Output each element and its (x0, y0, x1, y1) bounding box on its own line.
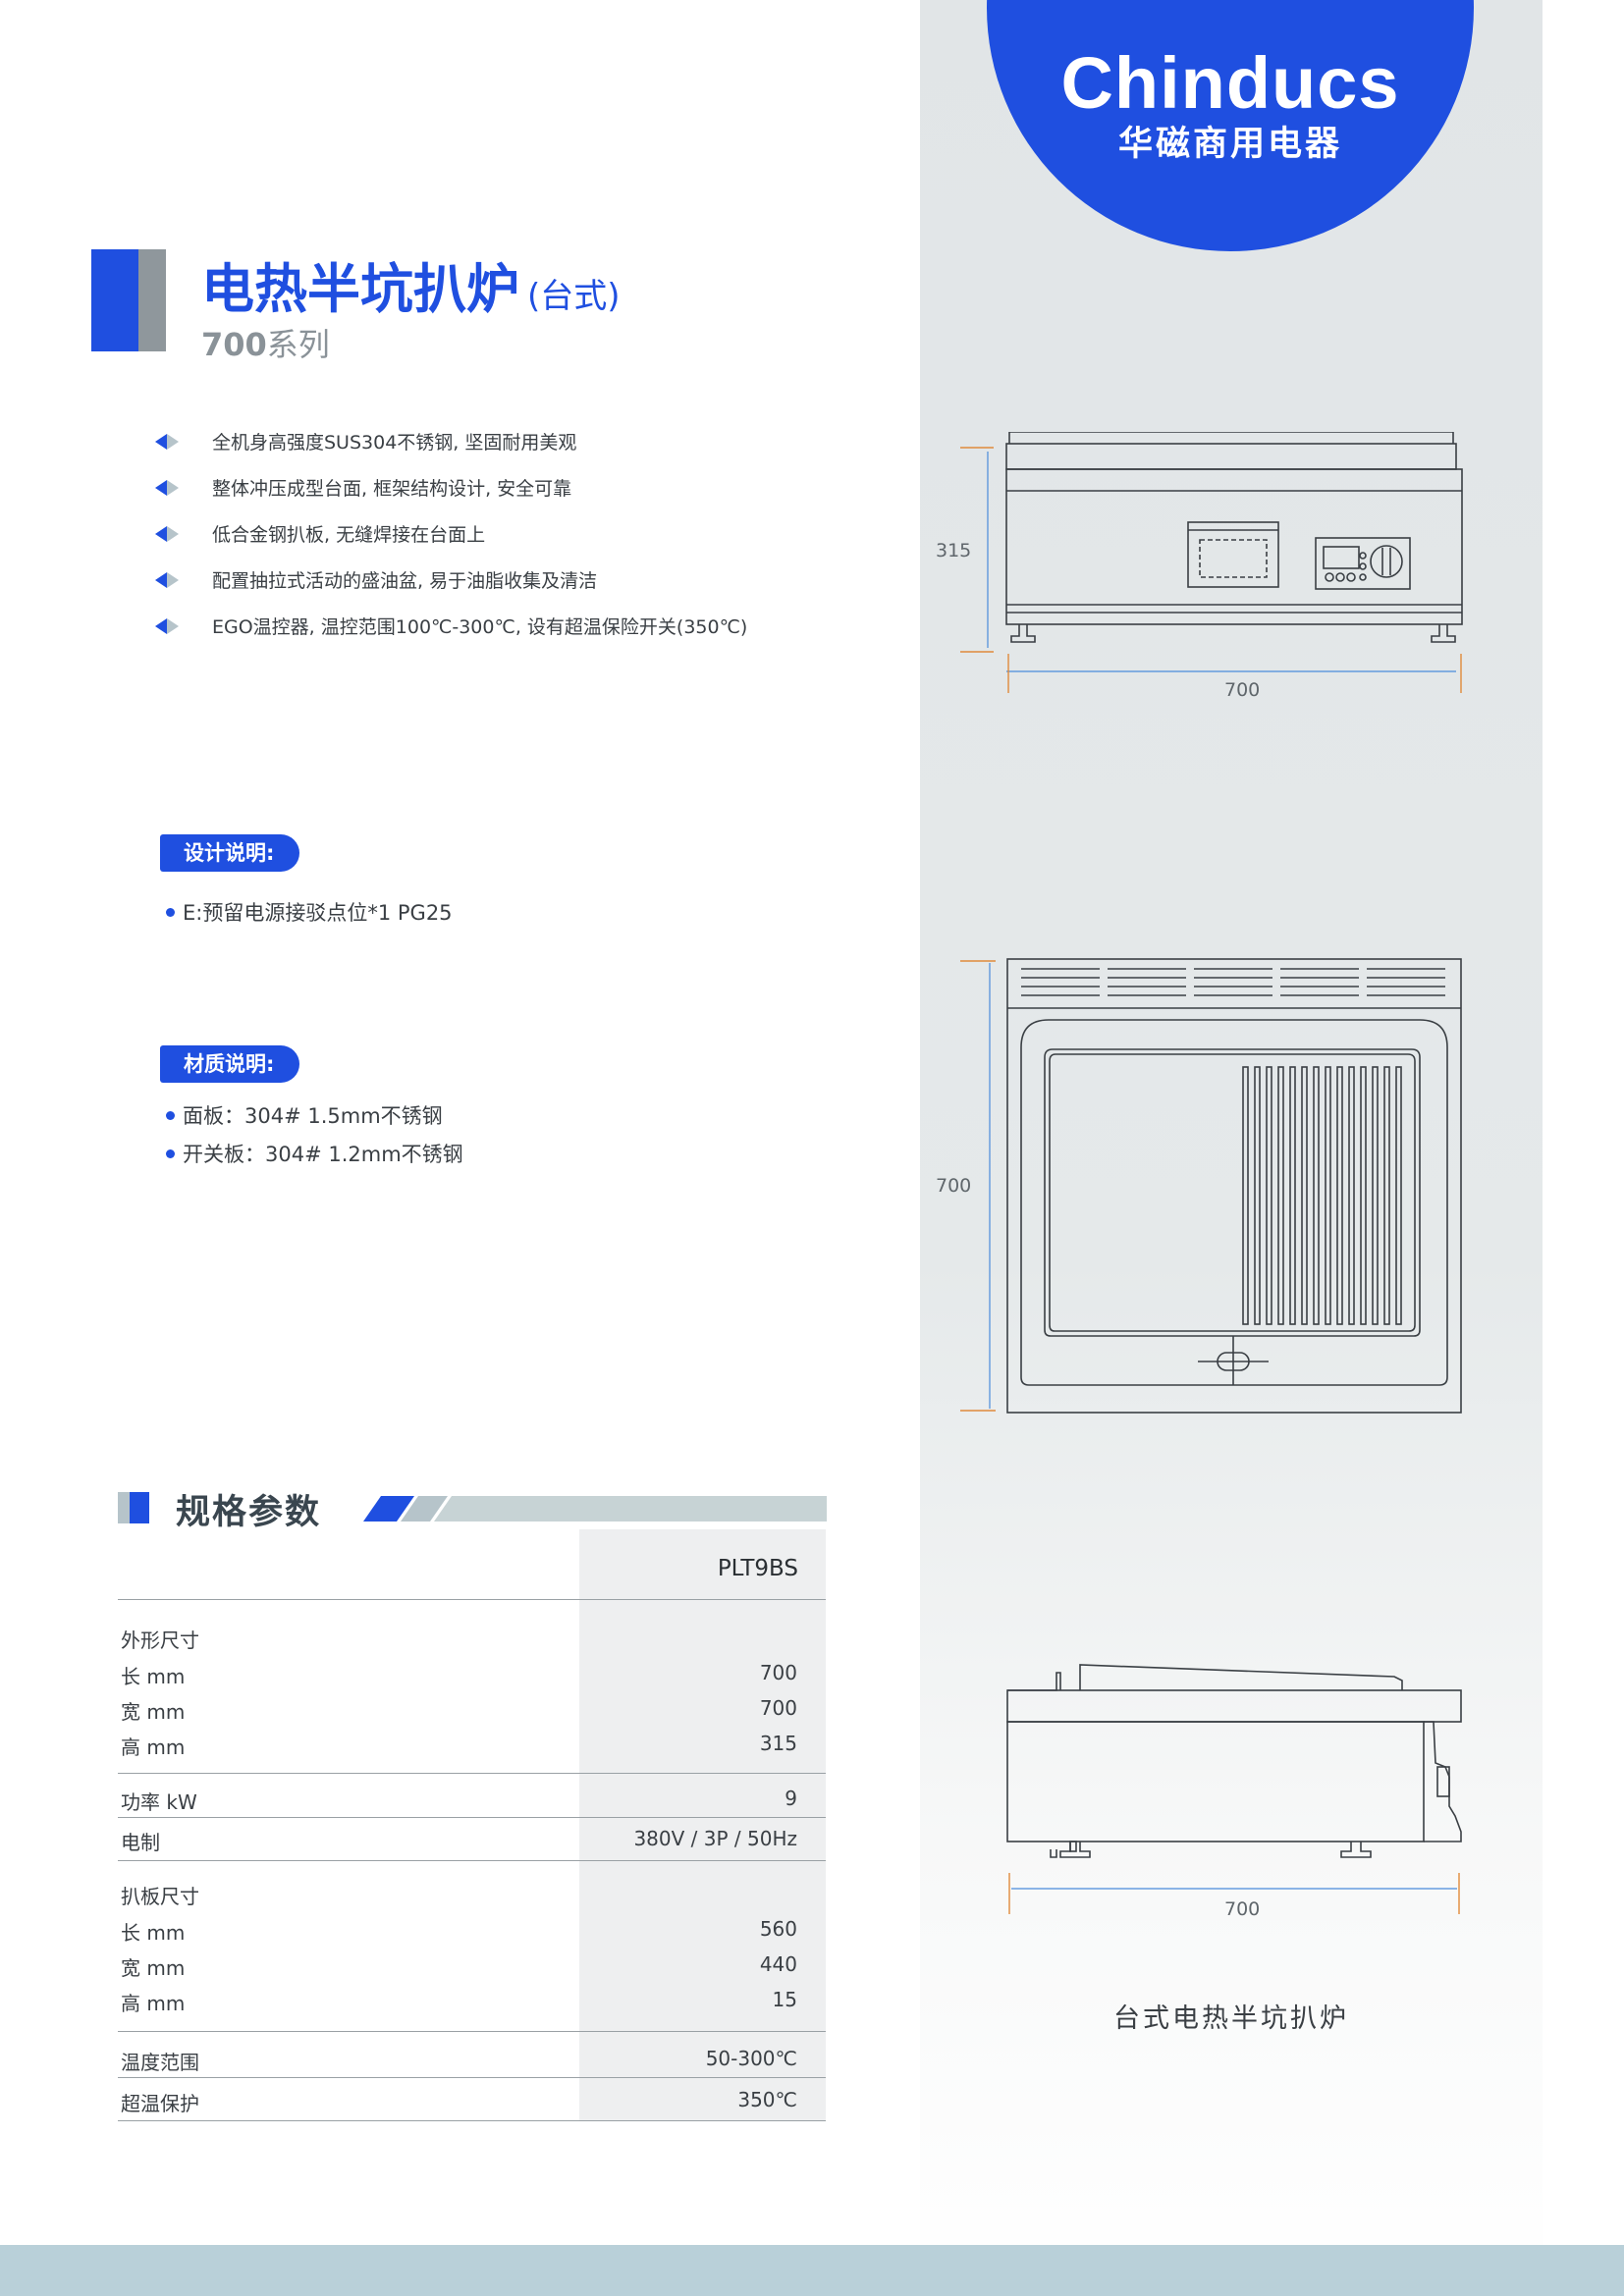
feature-list: 全机身高强度SUS304不锈钢, 坚固耐用美观 整体冲压成型台面, 框架结构设计… (155, 418, 747, 649)
spec-row-label: 电制 (121, 1831, 160, 1854)
spec-group-label: 扒板尺寸 (121, 1885, 199, 1908)
front-view-drawing (960, 432, 1463, 693)
diamond-bullet-icon (155, 479, 179, 496)
spec-value-column-shade (579, 1529, 826, 2121)
table-divider (118, 1773, 826, 1774)
spec-row-value: 700 (759, 1661, 797, 1684)
table-divider (118, 1817, 826, 1818)
dimension-label: 315 (936, 540, 972, 561)
spec-row-label: 长 mm (121, 1665, 186, 1688)
material-note-text: 面板：304# 1.5mm不锈钢 (183, 1104, 443, 1128)
spec-row-value: 560 (759, 1917, 797, 1941)
spec-header-mark (118, 1492, 130, 1523)
spec-row-value: 50-300℃ (705, 2047, 797, 2070)
material-note-tag: 材质说明: (160, 1045, 300, 1083)
design-note-text: E:预留电源接驳点位*1 PG25 (183, 901, 453, 925)
spec-row-value: 440 (759, 1952, 797, 1976)
table-divider (118, 1599, 826, 1600)
bullet-dot-icon (166, 1148, 175, 1158)
spec-row-label: 宽 mm (121, 1956, 186, 1980)
dimension-label: 700 (1224, 1898, 1261, 1920)
spec-model-header: PLT9BS (717, 1556, 798, 1581)
brand-logo-cn: 华磁商用电器 (1117, 125, 1342, 164)
drawing-caption: 台式电热半坑扒炉 (1113, 2003, 1349, 2034)
feature-item: 配置抽拉式活动的盛油盆, 易于油脂收集及清洁 (155, 557, 747, 603)
spec-row-label: 高 mm (121, 1992, 186, 2015)
diamond-bullet-icon (155, 617, 179, 634)
table-divider (118, 2031, 826, 2032)
spec-row-value: 380V / 3P / 50Hz (633, 1827, 797, 1850)
spec-row-label: 高 mm (121, 1735, 186, 1759)
spec-row-value: 9 (785, 1787, 797, 1810)
spec-header-stripes (363, 1496, 827, 1522)
series-suffix: 系列 (266, 326, 330, 363)
material-note-item: 面板：304# 1.5mm不锈钢 (166, 1100, 443, 1130)
spec-row-label: 超温保护 (121, 2092, 199, 2115)
feature-text: 全机身高强度SUS304不锈钢, 坚固耐用美观 (212, 432, 577, 454)
material-note-text: 开关板：304# 1.2mm不锈钢 (183, 1143, 463, 1166)
feature-item: 整体冲压成型台面, 框架结构设计, 安全可靠 (155, 464, 747, 510)
bullet-dot-icon (166, 1110, 175, 1120)
brand-logo-en: Chinducs (1060, 42, 1400, 124)
spec-group-label: 外形尺寸 (121, 1629, 199, 1652)
bullet-dot-icon (166, 907, 175, 917)
spec-header-mark-blue (130, 1492, 149, 1523)
diamond-bullet-icon (155, 525, 179, 542)
feature-item: 低合金钢扒板, 无缝焊接在台面上 (155, 510, 747, 557)
design-note-tag: 设计说明: (160, 834, 300, 872)
spec-row-value: 15 (772, 1988, 797, 2011)
dimension-label: 700 (936, 1175, 972, 1197)
title-accent-bar (91, 249, 138, 351)
spec-row-value: 700 (759, 1696, 797, 1720)
spec-row-value: 315 (759, 1732, 797, 1755)
feature-text: 配置抽拉式活动的盛油盆, 易于油脂收集及清洁 (212, 570, 598, 592)
footer-band (0, 2245, 1624, 2296)
design-note-item: E:预留电源接驳点位*1 PG25 (166, 897, 453, 927)
table-divider (118, 1860, 826, 1861)
diamond-bullet-icon (155, 433, 179, 450)
spec-row-label: 功率 kW (121, 1790, 197, 1814)
series-number: 700 (201, 326, 267, 363)
spec-title: 规格参数 (176, 1493, 322, 1532)
feature-item: EGO温控器, 温控范围100℃-300℃, 设有超温保险开关(350℃) (155, 603, 747, 649)
spec-row-label: 温度范围 (121, 2051, 199, 2074)
table-divider (118, 2077, 826, 2078)
product-title: 电热半坑扒炉(台式) (201, 245, 621, 323)
diamond-bullet-icon (155, 571, 179, 588)
feature-item: 全机身高强度SUS304不锈钢, 坚固耐用美观 (155, 418, 747, 464)
product-title-text: 电热半坑扒炉 (201, 258, 519, 320)
table-divider (118, 2120, 826, 2121)
series-label: 700系列 (201, 320, 330, 365)
feature-text: 低合金钢扒板, 无缝焊接在台面上 (212, 524, 486, 546)
product-title-suffix: (台式) (527, 277, 621, 316)
feature-text: 整体冲压成型台面, 框架结构设计, 安全可靠 (212, 478, 572, 500)
spec-row-label: 宽 mm (121, 1700, 186, 1724)
top-view-drawing (960, 958, 1462, 1414)
right-panel-background (920, 0, 1543, 2296)
spec-row-label: 长 mm (121, 1921, 186, 1945)
material-note-item: 开关板：304# 1.2mm不锈钢 (166, 1139, 463, 1168)
dimension-label: 700 (1224, 679, 1261, 701)
feature-text: EGO温控器, 温控范围100℃-300℃, 设有超温保险开关(350℃) (212, 616, 748, 638)
side-view-drawing (1006, 1664, 1462, 1914)
spec-row-value: 350℃ (737, 2088, 797, 2111)
title-accent-bar-gray (138, 249, 166, 351)
